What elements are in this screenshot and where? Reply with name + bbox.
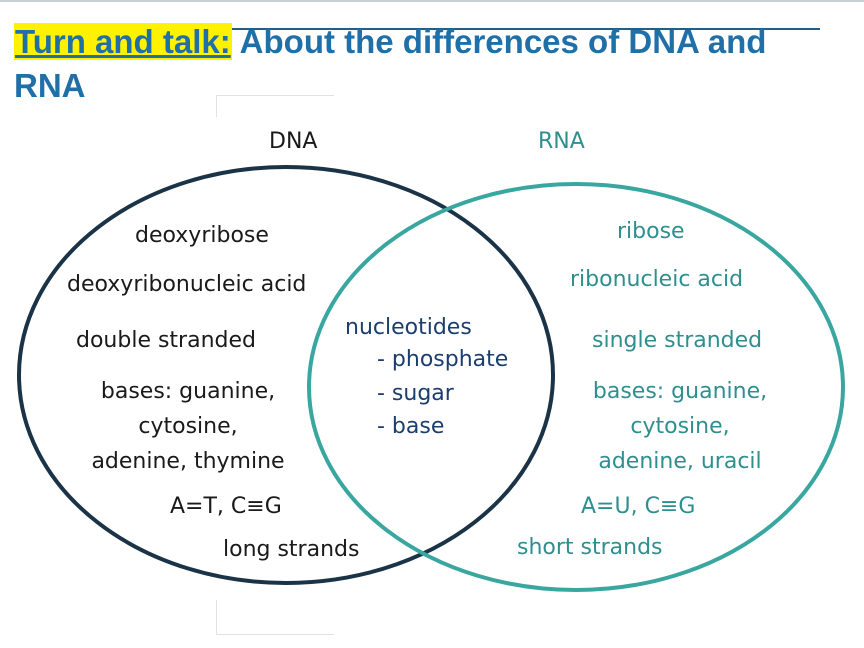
shared-item-sugar: - sugar [377, 381, 454, 406]
slide-top-edge [0, 0, 864, 2]
rna-sugar: ribose [617, 219, 685, 244]
frame-line-left-bottom [216, 600, 217, 634]
dna-label: DNA [269, 129, 318, 154]
title-highlight: Turn and talk: [14, 23, 232, 60]
rna-bases-line-3: adenine, uracil [598, 449, 762, 474]
rna-bases-line-1: bases: guanine, [592, 379, 768, 404]
dna-name: deoxyribonucleic acid [67, 272, 307, 297]
dna-pairing: A=T, C≡G [170, 494, 282, 519]
dna-sugar: deoxyribose [135, 223, 269, 248]
title-text: About the differences of DNA and RNA [14, 23, 767, 104]
dna-length: long strands [223, 537, 360, 562]
dna-bases-line-1: bases: guanine, [100, 379, 276, 404]
dna-circle [17, 165, 555, 585]
shared-heading: nucleotides [345, 315, 472, 340]
rna-strands: single stranded [592, 328, 763, 353]
dna-strands: double stranded [76, 328, 256, 353]
rna-name: ribonucleic acid [570, 267, 744, 292]
frame-line-left-top [216, 95, 217, 117]
shared-item-base: - base [377, 414, 445, 439]
dna-bases-line-3: adenine, thymine [91, 449, 285, 474]
title-rule [14, 28, 820, 30]
slide-title: Turn and talk: About the differences of … [14, 20, 844, 108]
shared-item-phosphate: - phosphate [377, 347, 509, 372]
dna-bases-line-2: cytosine, [138, 414, 238, 439]
frame-line-bottom [216, 634, 334, 635]
rna-length: short strands [517, 535, 663, 560]
rna-pairing: A=U, C≡G [581, 494, 696, 519]
frame-line-top [216, 95, 334, 96]
rna-circle [307, 182, 845, 592]
rna-bases-line-2: cytosine, [630, 414, 730, 439]
rna-label: RNA [538, 129, 585, 154]
